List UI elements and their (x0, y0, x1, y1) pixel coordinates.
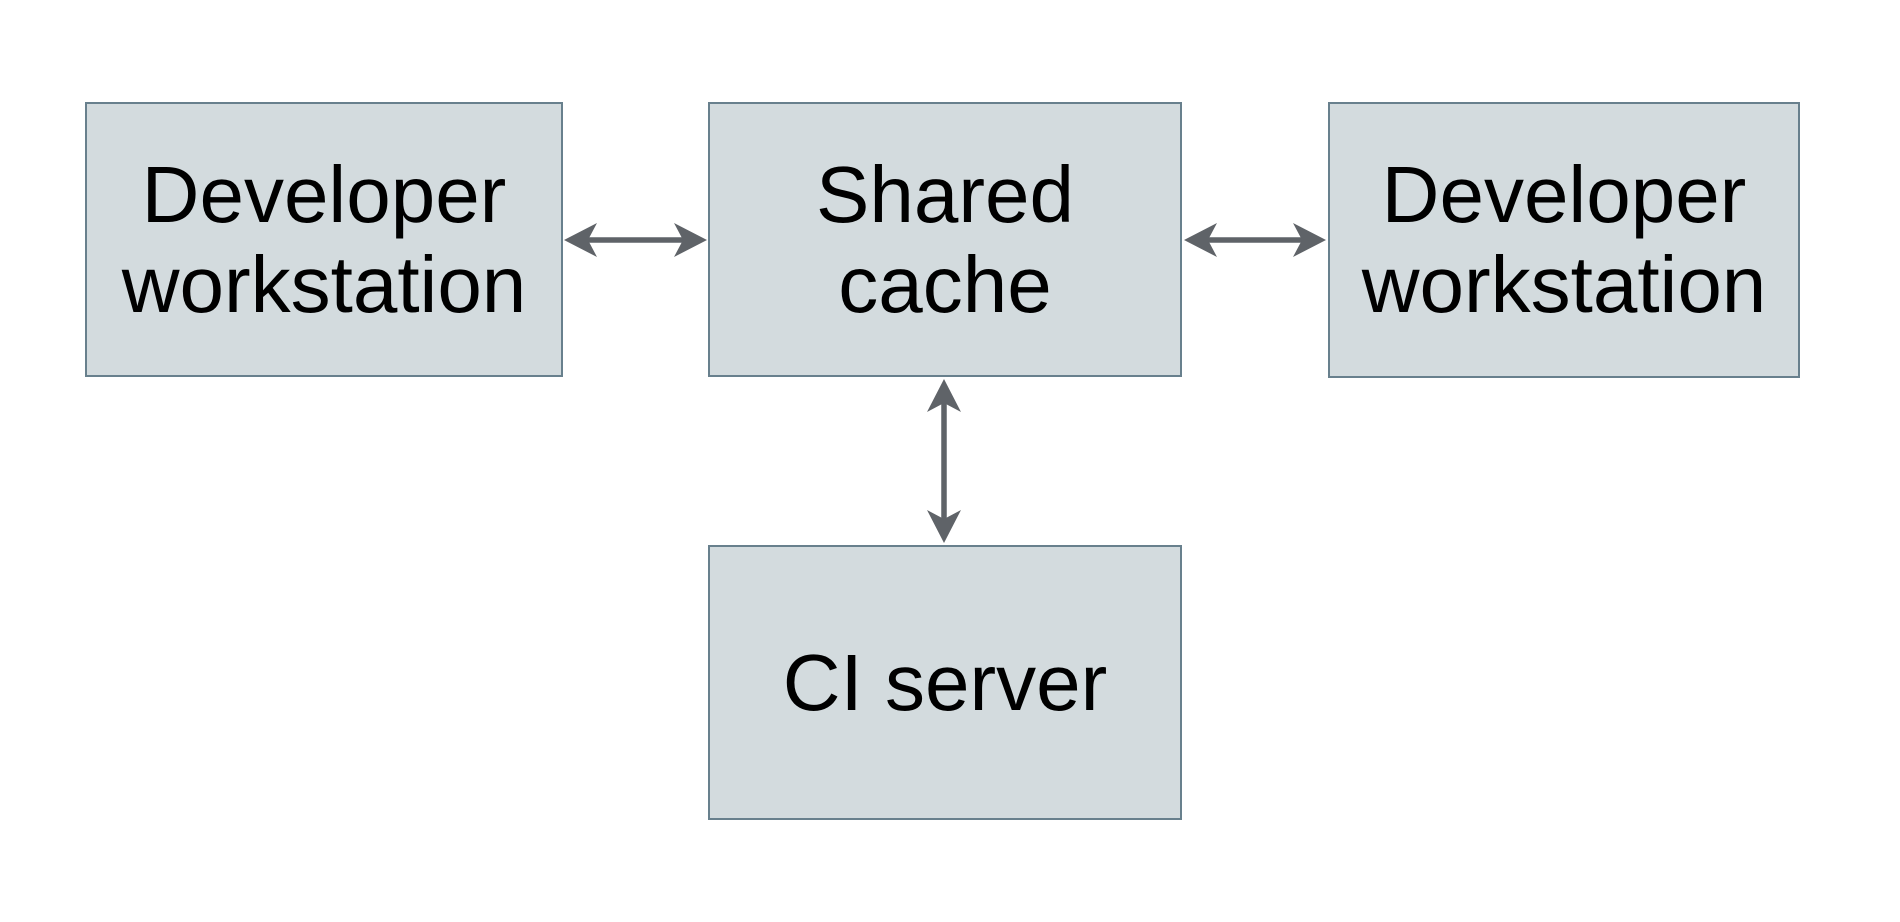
node-developer-workstation-left: Developer workstation (85, 102, 563, 377)
arrow-left-workstation-shared-cache (564, 223, 707, 257)
node-label-line: workstation (1361, 240, 1767, 329)
node-label-line: Shared (816, 149, 1074, 239)
node-developer-workstation-right: Developer workstation (1328, 102, 1800, 378)
node-label-line: CI server (782, 637, 1108, 727)
node-label-line: workstation (121, 239, 527, 329)
node-ci-server: CI server (708, 545, 1182, 820)
node-label-line: cache (838, 239, 1052, 329)
node-label-line: Developer (1381, 150, 1747, 239)
node-shared-cache: Shared cache (708, 102, 1182, 377)
arrow-shared-cache-ci-server (927, 379, 961, 543)
arrow-shared-cache-right-workstation (1184, 223, 1326, 257)
node-label-line: Developer (141, 149, 507, 239)
